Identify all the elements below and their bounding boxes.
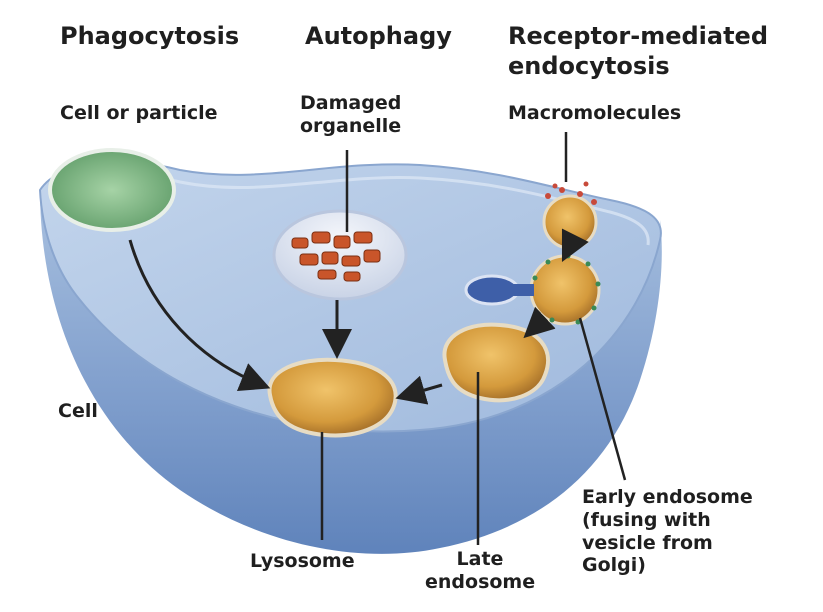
- header-receptor-line1: Receptor-mediated: [508, 22, 769, 50]
- arrow-late-to-lysosome: [395, 375, 443, 405]
- header-autophagy: Autophagy: [305, 22, 452, 50]
- header-phagocytosis: Phagocytosis: [60, 22, 240, 50]
- damaged-organelle: [291, 231, 381, 282]
- macromolecule-dots: [545, 181, 597, 205]
- cell-body: [40, 190, 662, 554]
- arrow-phagocytosis: [128, 239, 271, 392]
- label-macromolecules: Macromolecules: [508, 102, 682, 124]
- label-early-line4: Golgi): [582, 554, 646, 577]
- label-cell: Cell: [58, 400, 98, 422]
- header-receptor-line2: endocytosis: [508, 52, 670, 80]
- label-early-endosome: Early endosome (fusing with vesicle from…: [582, 486, 753, 577]
- arrow-pit-to-early: [561, 228, 589, 263]
- label-early-line1: Early endosome: [582, 486, 753, 508]
- label-late-endosome: Late endosome: [425, 548, 535, 594]
- label-early-line3: vesicle from: [582, 531, 713, 554]
- particle-cell: [48, 148, 176, 232]
- label-cell-or-particle: Cell or particle: [60, 102, 218, 124]
- autophagosome-bowl: [272, 209, 408, 301]
- label-damaged-line1: Damaged: [300, 92, 402, 114]
- arrow-early-to-late: [523, 306, 556, 339]
- label-damaged-line2: organelle: [300, 114, 402, 137]
- vesicle-neck: [510, 284, 534, 296]
- leader-early-endosome: [578, 317, 627, 481]
- label-damaged-organelle: Damaged organelle: [300, 92, 402, 138]
- label-lysosome: Lysosome: [250, 550, 355, 572]
- late-endosome: [442, 322, 550, 403]
- label-early-line2: (fusing with: [582, 508, 711, 531]
- label-late-line2: endosome: [425, 570, 536, 593]
- coated-pit: [542, 194, 598, 250]
- label-late-line1: Late: [456, 548, 504, 570]
- lysosome: [267, 357, 398, 438]
